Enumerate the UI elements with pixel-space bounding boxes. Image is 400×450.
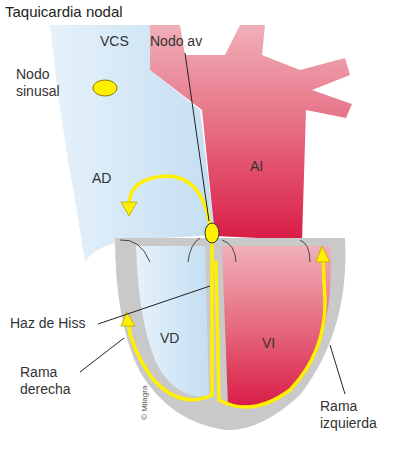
part-name: Rama izquierda	[320, 398, 392, 432]
av-node	[205, 223, 219, 243]
diagram-title: Taquicardia nodal	[5, 3, 123, 21]
chamber-name: VI	[262, 335, 275, 352]
leader-lines	[80, 53, 345, 394]
chamber-name: AI	[250, 158, 263, 175]
chamber-name: VD	[160, 330, 179, 347]
part-name: Rama derecha	[20, 364, 82, 398]
watermark: © Milagra	[140, 386, 150, 420]
part-name: VCS	[100, 33, 129, 50]
left-atrium	[150, 25, 352, 240]
conduction-arrowheads	[121, 202, 330, 326]
part-name: Nodo sinusal	[16, 66, 80, 100]
ventricle-wall	[115, 238, 345, 430]
part-name: Haz de Hiss	[10, 315, 85, 332]
left-ventricle	[222, 246, 331, 407]
part-name: Nodo av	[150, 33, 202, 50]
conduction-path	[128, 176, 325, 407]
chamber-name: AD	[92, 170, 111, 187]
sinus-node	[93, 80, 117, 96]
right-ventricle	[136, 246, 209, 396]
